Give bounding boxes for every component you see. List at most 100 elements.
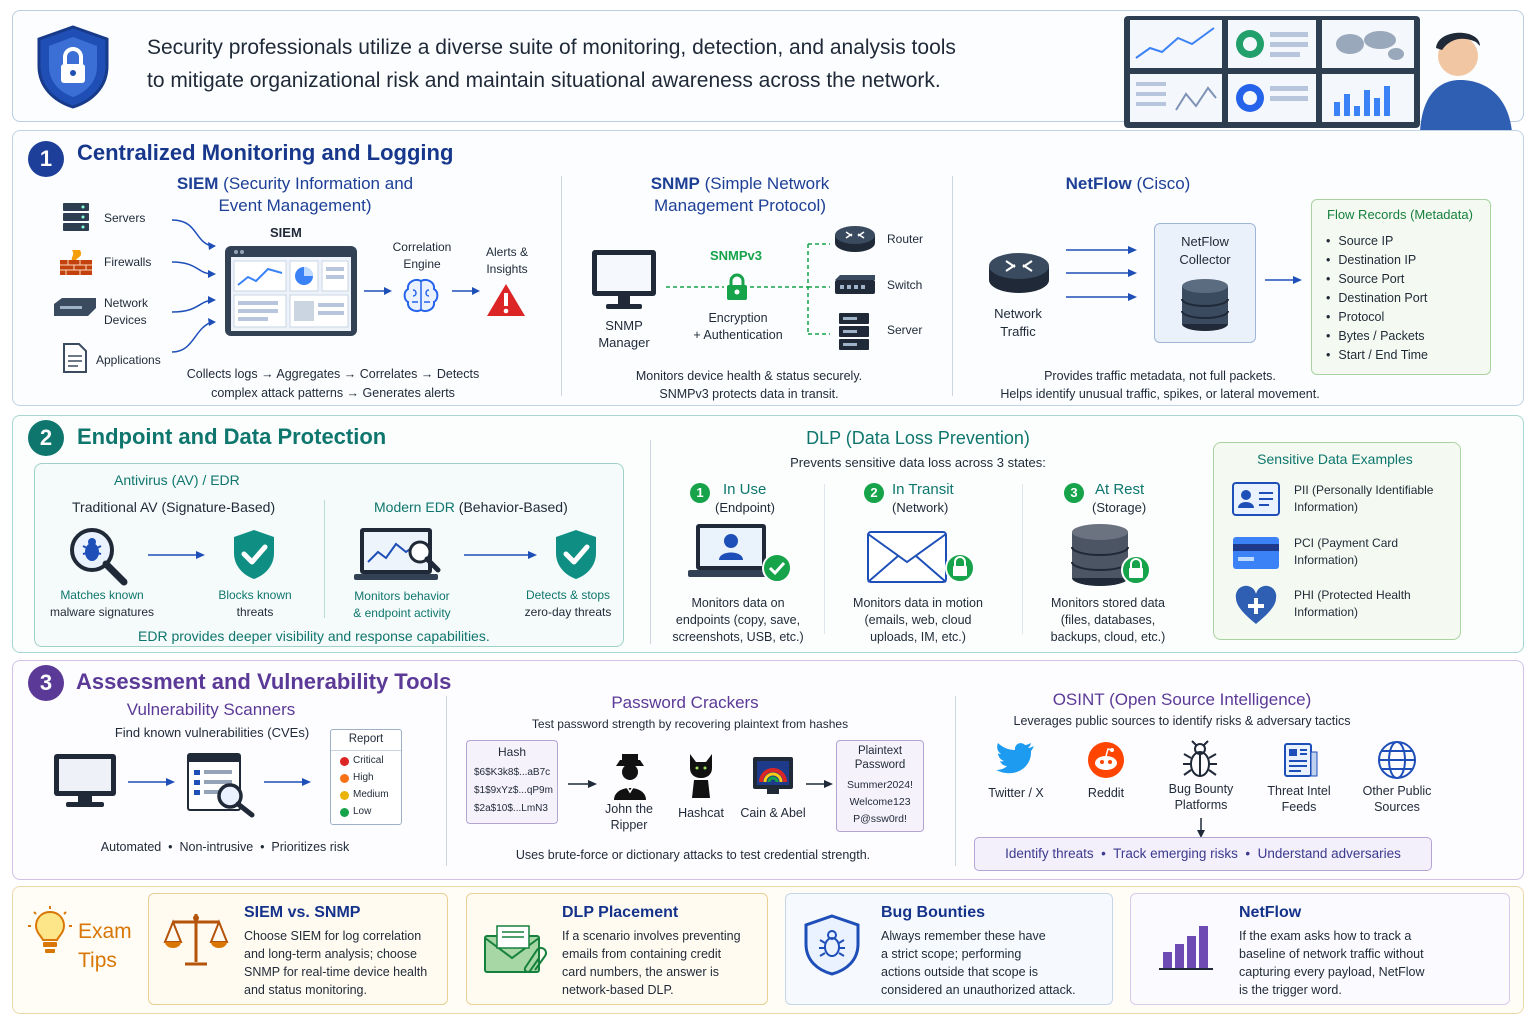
osint-source-other: Other Public Sources — [1362, 784, 1432, 814]
snmp-encrypted-link — [666, 243, 830, 335]
lightbulb-icon — [28, 906, 72, 953]
divider — [331, 750, 401, 751]
siem-source-network-devices: Network Devices — [104, 296, 149, 327]
dlp-state-3-desc: Monitors stored data (files, databases, … — [1050, 596, 1166, 644]
pw-title: Password Crackers — [611, 693, 759, 712]
tip-body: If the exam asks how to track a baseline… — [1239, 929, 1425, 997]
siem-title-line2: Event Management) — [218, 196, 372, 215]
envelope-lock-icon — [867, 531, 975, 583]
health-heart-icon — [1235, 585, 1277, 624]
snmp-title-line2: Management Protocol) — [654, 196, 826, 215]
report-level-medium: Medium — [353, 789, 389, 800]
osint-title: OSINT (Open Source Intelligence) — [1052, 690, 1312, 709]
monitors-behavior-label: Monitors behavior — [354, 589, 450, 603]
switch-icon — [835, 275, 875, 294]
report-level-low: Low — [353, 806, 372, 817]
flow-record-item: Destination IP — [1326, 251, 1428, 270]
section-2-number: 2 — [28, 420, 64, 456]
netflow-caption-1: Provides traffic metadata, not full pack… — [1044, 369, 1276, 383]
hash-value: $2a$10$...LmN3 — [474, 803, 548, 814]
collector-to-records-arrow — [1265, 276, 1302, 284]
flow-record-item: Bytes / Packets — [1326, 327, 1428, 346]
network-traffic-label: Network Traffic — [994, 306, 1042, 339]
database-icon — [1181, 279, 1229, 331]
threat-feed-document-icon — [1284, 743, 1318, 777]
netflow-collector-label: NetFlow Collector — [1179, 234, 1231, 267]
tip-card-netflow: NetFlow If the exam asks how to track a … — [1130, 893, 1510, 1005]
siem-caption-2: complex attack patterns → Generates aler… — [211, 386, 455, 400]
pw-caption: Uses brute-force or dictionary attacks t… — [515, 848, 871, 862]
netflow-caption-2: Helps identify unusual traffic, spikes, … — [1000, 387, 1320, 401]
plaintext-box — [836, 740, 924, 832]
dlp-state-2-sub: (Network) — [892, 500, 949, 515]
envelope-paperclip-icon — [484, 925, 547, 973]
id-card-icon — [1232, 482, 1280, 516]
bug-icon — [1183, 740, 1217, 777]
reddit-icon — [1088, 742, 1124, 778]
tip-title: NetFlow — [1239, 904, 1302, 921]
pw-subtitle: Test password strength by recovering pla… — [531, 717, 849, 731]
siem-input-arrows — [171, 219, 216, 353]
divider — [955, 696, 956, 866]
scanner-monitor-icon — [54, 754, 116, 807]
divider — [824, 484, 825, 634]
osint-source-reddit: Reddit — [1087, 786, 1125, 800]
flow-record-item: Source Port — [1326, 270, 1428, 289]
tool-cain-abel: Cain & Abel — [740, 806, 806, 820]
network-device-icon — [54, 298, 96, 316]
server-icon — [839, 313, 869, 350]
report-level-high: High — [353, 772, 374, 783]
osint-source-bug-bounty: Bug Bounty Platforms — [1168, 782, 1234, 812]
analyst-monitors-icon — [1124, 16, 1512, 132]
divider — [650, 440, 651, 644]
dlp-state-2-num: 2 — [864, 483, 884, 503]
tool-john-the-ripper: John the Ripper — [605, 802, 653, 832]
siem-source-servers: Servers — [104, 211, 146, 225]
tip-body: Choose SIEM for log correlation and long… — [244, 929, 428, 997]
zero-day-label: zero-day threats — [524, 605, 612, 619]
section-2-title: Endpoint and Data Protection — [77, 424, 387, 449]
shield-lock-icon — [37, 25, 109, 109]
plaintext-value: Welcome123 — [849, 796, 911, 808]
plaintext-value: P@ssw0rd! — [853, 813, 907, 825]
lock-icon — [727, 273, 747, 300]
tip-title: SIEM vs. SNMP — [244, 904, 361, 921]
osint-outcome-box — [974, 837, 1432, 871]
dlp-state-1-name: In Use — [723, 481, 767, 498]
firewall-icon — [60, 250, 92, 275]
vuln-scanners-subtitle: Find known vulnerabilities (CVEs) — [114, 725, 310, 740]
dlp-state-1-desc: Monitors data on endpoints (copy, save, … — [672, 596, 804, 644]
sensitive-item-pci: PCI (Payment Card Information) — [1294, 536, 1399, 567]
snmp-caption-1: Monitors device health & status securely… — [635, 369, 863, 383]
section-1-title: Centralized Monitoring and Logging — [77, 140, 454, 165]
database-lock-icon — [1071, 524, 1151, 586]
traffic-arrows — [1066, 246, 1137, 301]
cat-icon — [690, 754, 712, 798]
intro-line-1: Security professionals utilize a diverse… — [147, 36, 956, 59]
arrow — [264, 778, 311, 786]
osint-outcome-text: Identify threats • Track emerging risks … — [1005, 846, 1401, 861]
siem-caption-1: Collects logs → Aggregates → Correlates … — [186, 367, 480, 381]
tip-card-bug-bounties: Bug Bounties Always remember these have … — [785, 893, 1113, 1005]
siem-center-label: SIEM — [270, 225, 302, 240]
blocks-known-label: Blocks known — [218, 588, 292, 602]
alert-warning-icon — [487, 284, 525, 316]
dlp-title: DLP (Data Loss Prevention) — [806, 428, 1030, 448]
plaintext-title: Plaintext Password — [854, 745, 906, 771]
siem-source-applications: Applications — [96, 353, 161, 367]
snmp-device-router: Router — [887, 232, 924, 246]
divider — [324, 500, 325, 618]
application-icon — [63, 343, 87, 373]
threats-label: threats — [236, 605, 274, 619]
hash-value: $1$9xYz$...qP9m — [474, 785, 553, 796]
down-arrow — [1197, 818, 1205, 838]
hash-title: Hash — [497, 745, 526, 759]
tip-card-dlp: DLP Placement If a scenario involves pre… — [466, 893, 768, 1005]
siem-source-firewalls: Firewalls — [104, 255, 152, 269]
user-laptop-icon — [688, 524, 792, 583]
hacker-icon — [614, 754, 646, 800]
vuln-caption: Automated • Non-intrusive • Prioritizes … — [100, 840, 350, 854]
high-dot — [340, 774, 349, 783]
section-3-title: Assessment and Vulnerability Tools — [76, 669, 452, 694]
exam-tips-label: Exam Tips — [78, 920, 132, 972]
